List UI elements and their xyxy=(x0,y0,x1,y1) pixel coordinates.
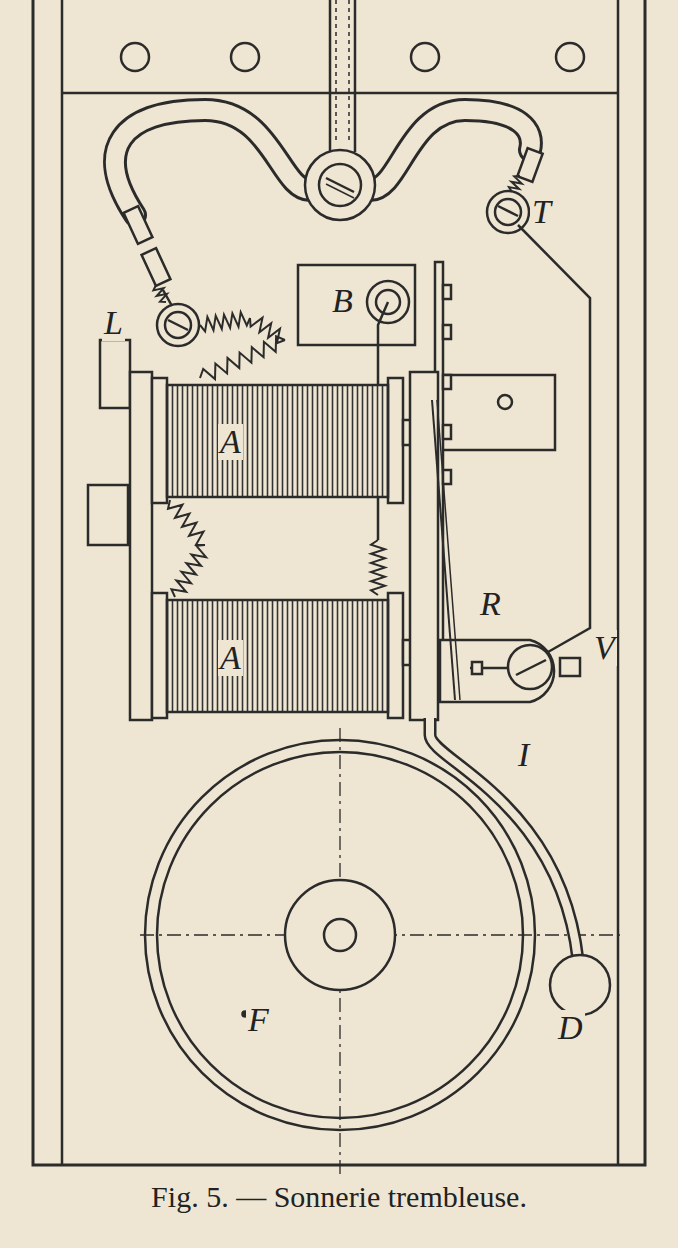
top-rod xyxy=(330,0,355,152)
part-letter: L xyxy=(102,305,125,341)
coil-springs xyxy=(153,176,521,597)
part-letter: V xyxy=(592,630,617,666)
board xyxy=(33,0,645,1165)
coil-spring xyxy=(250,318,285,344)
coil-spring xyxy=(371,540,385,595)
coil-spring xyxy=(200,336,285,379)
part-letter: A xyxy=(218,424,243,460)
part-letter: I xyxy=(516,737,531,773)
terminals xyxy=(124,148,543,346)
part-letter: D xyxy=(556,1010,585,1046)
coil-spring xyxy=(168,500,205,545)
coil-spring xyxy=(200,312,250,331)
wiring xyxy=(163,225,590,652)
part-letter: T xyxy=(530,194,553,230)
electromagnet xyxy=(88,340,413,720)
gong xyxy=(140,728,620,1175)
part-letter: A xyxy=(218,640,243,676)
part-letter: R xyxy=(478,586,503,622)
coil-spring xyxy=(153,285,167,302)
coil-spring xyxy=(509,176,522,192)
armature xyxy=(410,262,580,720)
part-letter: B xyxy=(330,283,355,319)
figure-caption: Fig. 5. — Sonnerie trembleuse. xyxy=(0,1178,678,1216)
hammer xyxy=(430,718,610,1015)
coil-spring xyxy=(171,545,206,597)
part-letter: F xyxy=(246,1002,271,1038)
